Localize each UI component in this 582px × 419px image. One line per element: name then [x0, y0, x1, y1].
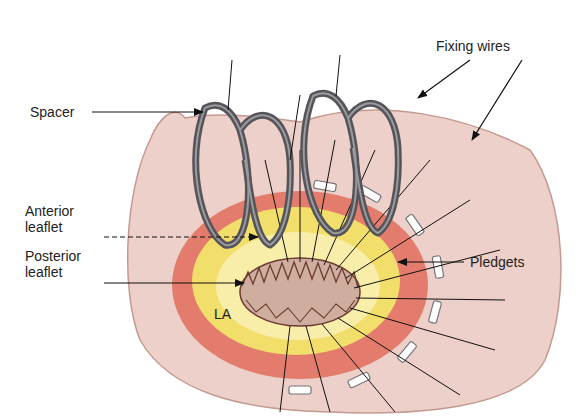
leader-lines [92, 60, 522, 283]
part-label: Spacer [30, 104, 74, 120]
chamber-label: LA [214, 306, 231, 322]
leaflet-fringe [242, 262, 358, 288]
suture-wires [265, 140, 505, 412]
orifice [240, 258, 360, 326]
part-label: Fixing wires [436, 38, 510, 54]
fixing-wires [228, 55, 340, 160]
spacer-symbol [196, 93, 399, 245]
part-label: Anterior leaflet [25, 203, 101, 235]
part-label: Posterior leaflet [25, 248, 101, 280]
leaflet-inner [216, 232, 380, 340]
part-label: Pledgets [470, 254, 524, 270]
